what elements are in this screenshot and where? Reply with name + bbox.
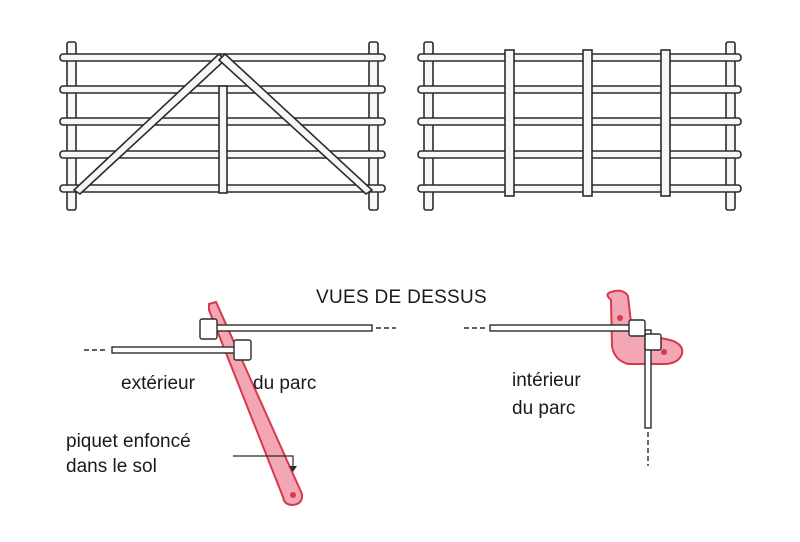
gate-rail	[417, 53, 742, 62]
top-view-outside	[84, 300, 396, 507]
pen-label: du parc	[253, 373, 317, 394]
hinge-block-upper	[199, 318, 218, 340]
red-stake	[208, 300, 304, 507]
gate-rail	[417, 117, 742, 126]
gate-end-post-left	[66, 41, 77, 211]
gate-rail-vertical	[644, 329, 652, 429]
gate-rail-horizontal	[489, 324, 641, 332]
hinge-block-lower	[644, 333, 662, 351]
gate-end-post-left	[423, 41, 434, 211]
gate-rail	[417, 85, 742, 94]
stake-label-line1: piquet enfoncé	[66, 431, 191, 452]
stake-hole	[290, 492, 296, 498]
red-bracket-stake	[606, 289, 684, 365]
gate-stile	[582, 49, 593, 197]
gate-diagonal-brace-right	[217, 52, 374, 196]
gate-rail-lower	[111, 346, 247, 354]
hinge-block-upper	[628, 319, 646, 337]
top-views-title: VUES DE DESSUS	[316, 287, 488, 308]
gate-with-diagonal-braces	[59, 41, 386, 211]
outside-label: extérieur	[121, 373, 195, 394]
gate-end-post-right	[725, 41, 736, 211]
stake-hole	[661, 349, 667, 355]
gate-stile	[660, 49, 671, 197]
inside-label-line2: du parc	[512, 398, 576, 419]
gate-rail-upper	[211, 324, 373, 332]
gate-rail	[417, 184, 742, 193]
stake-pointer	[233, 455, 294, 470]
gate-rail	[417, 150, 742, 159]
stake-hole	[617, 315, 623, 321]
gate-stile	[504, 49, 515, 197]
stake-label-line2: dans le sol	[66, 456, 157, 477]
gate-with-vertical-stiles	[417, 41, 742, 211]
hinge-block-lower	[233, 339, 252, 361]
gate-end-post-right	[368, 41, 379, 211]
gate-center-stile	[218, 85, 228, 194]
inside-label-line1: intérieur	[512, 370, 581, 391]
top-view-inside	[464, 289, 684, 466]
